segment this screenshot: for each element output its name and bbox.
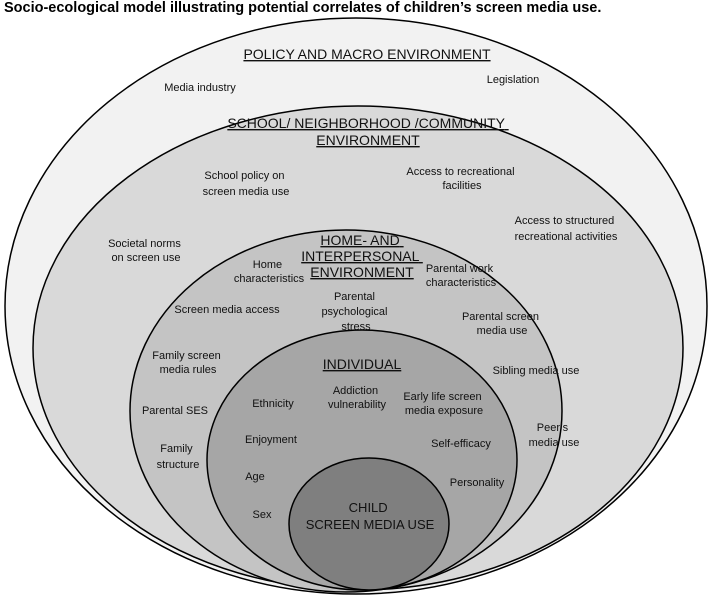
individual-item-sex: Sex [253, 509, 272, 521]
home-item-peers-media-use: Peer’s media use [529, 422, 580, 449]
school-item-societal-norms: Societal norms on screen use [108, 238, 184, 264]
individual-item-addiction: Addiction vulnerability [328, 385, 387, 411]
individual-item-early-exposure: Early life screen media exposure [403, 391, 484, 417]
child-label: CHILD SCREEN MEDIA USE [306, 500, 435, 532]
policy-header: POLICY AND MACRO ENVIRONMENT [243, 46, 491, 62]
home-item-home-characteristics: Home characteristics [234, 259, 305, 285]
policy-item-legislation: Legislation [487, 74, 540, 86]
home-item-parental-ses: Parental SES [142, 405, 208, 417]
home-header: HOME- AND INTERPERSONAL ENVIRONMENT [301, 232, 423, 280]
school-item-policy: School policy on screen media use [203, 170, 290, 198]
home-item-sibling-media-use: Sibling media use [493, 365, 580, 377]
individual-item-enjoyment: Enjoyment [245, 434, 297, 446]
home-item-family-rules: Family screen media rules [152, 350, 224, 376]
individual-item-ethnicity: Ethnicity [252, 398, 294, 410]
figure-title: Socio-ecological model illustrating pote… [4, 0, 602, 16]
home-item-family-structure: Family structure [157, 443, 200, 471]
home-item-parental-stress: Parental psychological stress [321, 291, 390, 333]
policy-item-media-industry: Media industry [164, 82, 236, 94]
home-item-parental-work: Parental work characteristics [426, 263, 497, 289]
child-ellipse [288, 457, 450, 591]
home-item-screen-media-access: Screen media access [174, 304, 280, 316]
school-item-recreational-facilities: Access to recreational facilities [406, 166, 517, 192]
home-item-parental-screen-use: Parental screen media use [462, 311, 542, 337]
school-item-structured-activities: Access to structured recreational activi… [515, 215, 618, 243]
individual-header: INDIVIDUAL [323, 356, 402, 372]
individual-item-age: Age [245, 471, 265, 483]
individual-item-personality: Personality [450, 477, 505, 489]
school-header: SCHOOL/ NEIGHBORHOOD /COMMUNITY ENVIRONM… [227, 115, 508, 148]
individual-item-self-efficacy: Self-efficacy [431, 438, 491, 450]
